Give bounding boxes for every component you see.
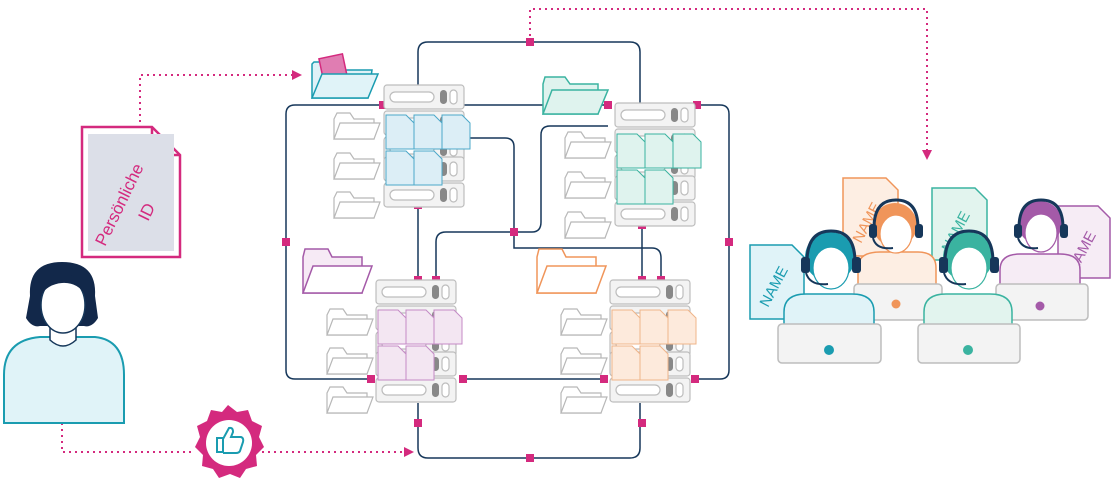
call-center-agent-icon-teal [923,229,1013,327]
person-icon [3,262,125,424]
laptop-icon-blue [777,323,882,364]
folder-icon-orange [535,248,608,294]
data-flow-arrows [61,8,932,457]
server-icon-bottom-left [375,279,463,403]
thumbs-up-badge-icon [195,405,264,478]
personal-id-label-2: ID [135,200,160,224]
folder-icon-teal [541,76,610,115]
personal-id-document: Persönliche ID [80,125,182,259]
network-lines [285,41,730,459]
call-center-agent-icon-orange [857,198,937,286]
call-center-agent-icon-purple [999,198,1081,286]
server-icon-top-right [614,102,702,227]
server-icon-top-left [383,84,471,208]
folder-icon-pink [310,52,380,99]
folder-icon-purple [301,248,374,294]
call-center-agent-icon-blue [783,229,875,327]
laptop-icon-teal [917,323,1021,364]
server-icon-bottom-right [609,279,697,403]
